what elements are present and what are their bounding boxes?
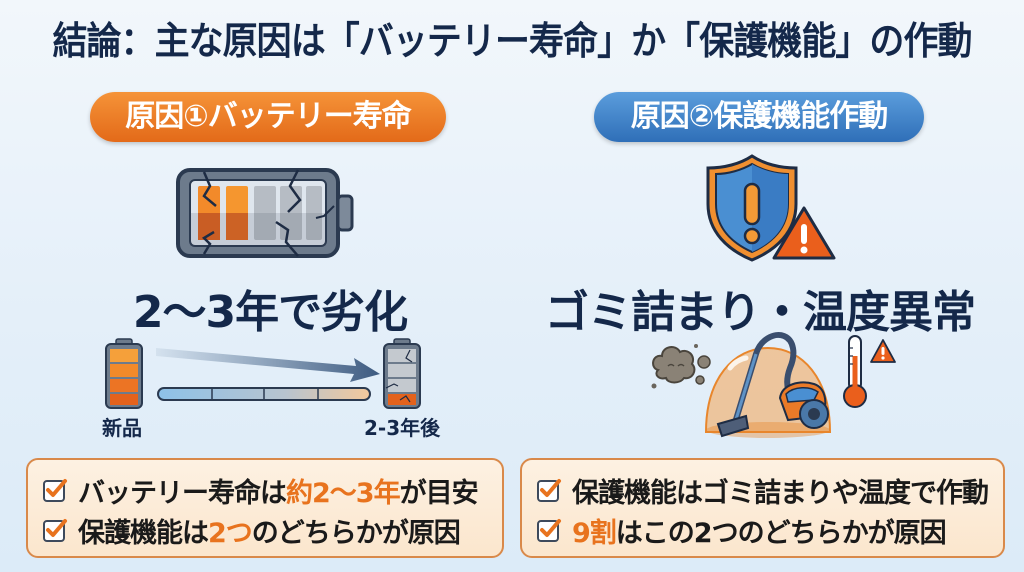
timeline-end-label: 2-3年後 bbox=[364, 416, 441, 440]
cracked-battery-icon bbox=[176, 168, 354, 258]
cause2-pill: 原因②保護機能作動 bbox=[594, 92, 924, 142]
checkbox-checked-icon bbox=[537, 519, 561, 542]
cause1-pill: 原因①バッテリー寿命 bbox=[90, 92, 446, 142]
timeline-start-label: 新品 bbox=[102, 416, 142, 440]
checkbox-checked-icon bbox=[43, 479, 67, 502]
warning-triangle-icon bbox=[870, 339, 896, 363]
old-battery-icon bbox=[383, 338, 421, 409]
checkbox-checked-icon bbox=[43, 519, 67, 542]
shield-warning-icon bbox=[706, 154, 836, 262]
page-title: 結論：主な原因は「バッテリー寿命」か「保護機能」の作動 bbox=[52, 19, 972, 63]
summary-item: バッテリー寿命は約2〜3年が目安 bbox=[42, 470, 488, 510]
dust-cloud-icon bbox=[651, 344, 711, 389]
thermometer-icon bbox=[843, 335, 867, 408]
summary-item: 保護機能はゴミ詰まりや温度で作動 bbox=[536, 470, 989, 510]
summary-item: 9割はこの2つのどちらかが原因 bbox=[536, 510, 989, 550]
checkbox-checked-icon bbox=[537, 479, 561, 502]
degradation-arrow bbox=[156, 348, 380, 401]
summary-box-right: 保護機能はゴミ詰まりや温度で作動 9割はこの2つのどちらかが原因 bbox=[520, 458, 1005, 558]
cause2-headline: ゴミ詰まり・温度異常 bbox=[545, 287, 976, 338]
vacuum-cleaner-icon bbox=[704, 332, 832, 438]
new-battery-icon bbox=[105, 338, 143, 409]
cause1-headline: 2〜3年で劣化 bbox=[132, 287, 408, 338]
